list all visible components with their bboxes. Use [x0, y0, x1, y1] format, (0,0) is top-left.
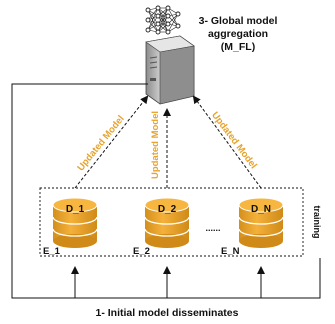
training-box	[39, 187, 304, 257]
database-icon-1	[52, 197, 98, 248]
updated-model-arrow-right	[192, 95, 262, 189]
dataset-ellipsis: ......	[205, 223, 220, 233]
neural-network-icon	[145, 5, 181, 35]
updated-model-label-center: Updated Model	[150, 111, 161, 179]
edge-label-1: E_1	[43, 246, 61, 257]
dataset-label-1: D_1	[66, 204, 85, 215]
dissemination-label: 1- Initial model disseminates	[96, 307, 239, 319]
edge-label-n: E_N	[221, 246, 240, 257]
aggregation-label-line3: (M_FL)	[221, 41, 255, 53]
database-icon-n	[238, 197, 284, 248]
updated-model-arrow-left	[74, 95, 149, 189]
aggregation-label-line2: aggregation	[208, 28, 268, 40]
dissemination-loop-line	[11, 83, 321, 299]
database-icon-2	[144, 197, 190, 248]
training-label: training	[312, 206, 322, 239]
server-icon	[145, 35, 195, 105]
dataset-label-2: D_2	[158, 204, 177, 215]
aggregation-label-line1: 3- Global model	[199, 15, 278, 27]
updated-model-label-left: Updated Model	[75, 114, 126, 174]
updated-model-label-right: Updated Model	[209, 110, 259, 171]
edge-label-2: E_2	[133, 246, 150, 257]
dataset-label-n: D_N	[251, 204, 271, 215]
